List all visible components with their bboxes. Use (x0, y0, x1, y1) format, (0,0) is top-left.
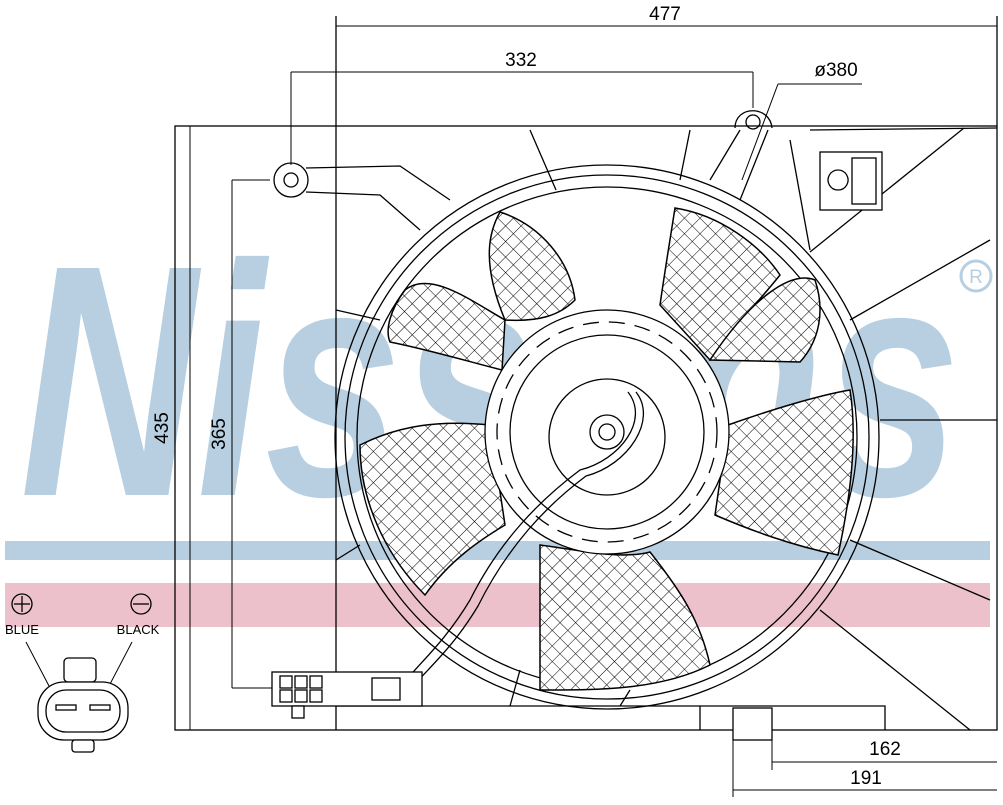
positive-terminal-icon (11, 593, 33, 615)
fan-blade (359, 422, 506, 597)
dimension-labels: 477 332 ø380 435 365 162 191 (152, 4, 901, 789)
plug-face (37, 657, 129, 753)
negative-terminal-icon (130, 593, 152, 615)
wire-label-black: BLACK (117, 622, 160, 637)
dim-mount-height: 365 (209, 418, 230, 450)
registered-circle (959, 259, 993, 293)
watermark-stripe-blue (5, 541, 990, 560)
wire-label-blue: BLUE (5, 622, 39, 637)
dim-overall-width: 477 (649, 4, 681, 25)
fan-blade (387, 282, 506, 371)
fan-blade (488, 211, 576, 322)
dim-fan-diameter: ø380 (814, 60, 857, 81)
dim-mount-spacing: 332 (505, 50, 537, 71)
dimension-lines (189, 25, 997, 797)
fan-wiring (399, 391, 645, 695)
fan-blades (359, 207, 854, 691)
dim-overall-height: 435 (152, 412, 173, 444)
fan-hub (484, 309, 730, 555)
top-plug (819, 151, 883, 211)
dim-connector-offset-2: 191 (850, 768, 882, 789)
connector-pinout: BLUE BLACK (5, 593, 160, 753)
watermark-stripe-pink (5, 583, 990, 627)
fan-ring (334, 164, 880, 710)
registered-mark: R (969, 267, 983, 288)
mounting-brackets (273, 110, 773, 231)
dim-connector-offset-1: 162 (869, 739, 901, 760)
lower-connector-boss (732, 707, 773, 741)
shroud-connector (271, 671, 423, 719)
fan-blade (539, 544, 711, 691)
fan-blade (708, 277, 821, 363)
shroud-frame (174, 16, 998, 731)
fan-blade (714, 389, 854, 556)
